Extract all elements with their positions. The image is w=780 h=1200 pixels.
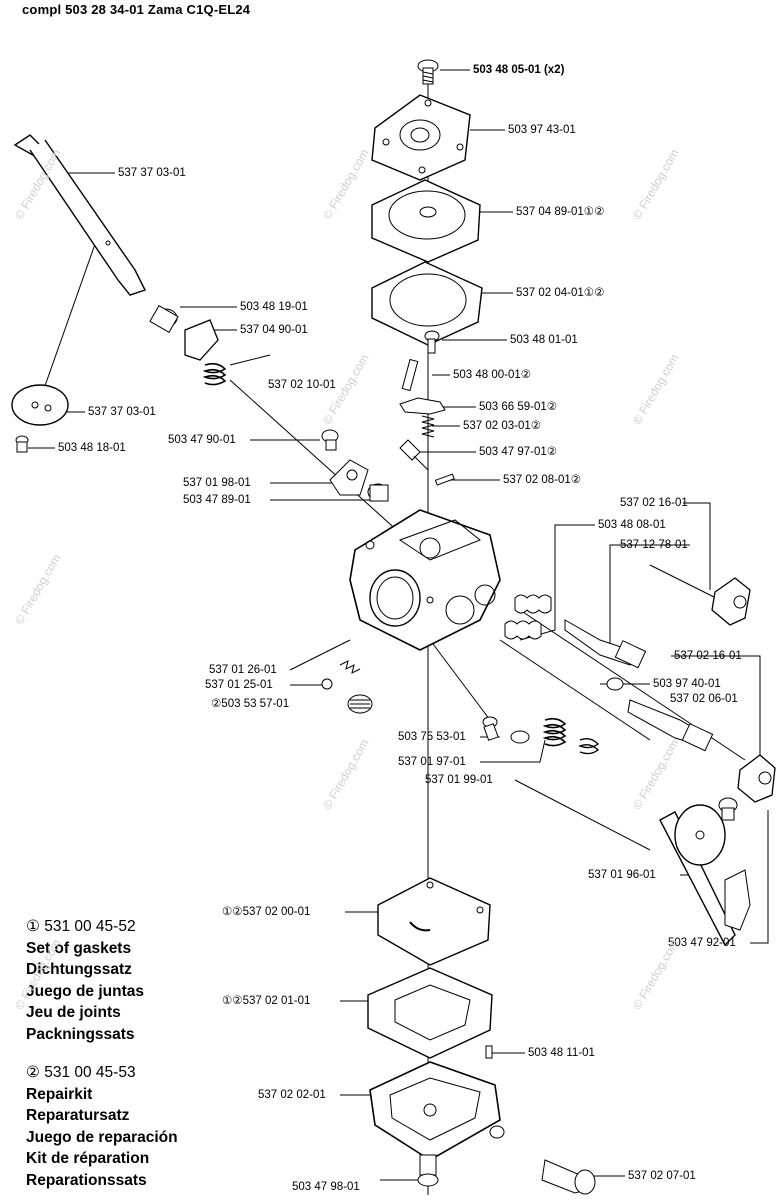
part-label: 537 37 03-01 — [88, 406, 156, 418]
part-label: 537 01 97-01 — [398, 756, 466, 768]
part-label: 503 66 59-01② — [479, 401, 558, 413]
part-label: 537 01 98-01 — [183, 477, 251, 489]
part-label: 503 47 89-01 — [183, 494, 251, 506]
part-label: 503 47 98-01 — [292, 1181, 360, 1193]
part-label: 537 02 04-01①② — [516, 287, 605, 299]
kit-name: Jeu de joints — [26, 1004, 121, 1021]
part-label: 537 37 03-01 — [118, 167, 186, 179]
part-label: 537 01 26-01 — [209, 664, 277, 676]
part-label: 537 02 16-01 — [674, 650, 742, 662]
part-label: ①②537 02 00-01 — [222, 906, 311, 918]
kit-name: Set of gaskets — [26, 939, 132, 957]
kit-code: ② 531 00 45-53 — [26, 1064, 136, 1081]
kit-name: Reparationssats — [26, 1171, 147, 1189]
part-label: 503 48 11-01 — [528, 1047, 595, 1059]
kit-legend-repair: ② 531 00 45-53 Repairkit Reparatursatz J… — [26, 1062, 178, 1191]
kit-name: Juego de juntas — [26, 982, 144, 1000]
part-label: 537 02 08-01② — [503, 474, 582, 486]
part-label: 537 02 07-01 — [628, 1170, 696, 1182]
part-label: 503 48 05-01 (x2) — [473, 64, 565, 76]
part-label: 537 12 78-01 — [620, 539, 688, 551]
kit-name: Dichtungssatz — [26, 961, 132, 978]
part-label: 537 01 25-01 — [205, 679, 273, 691]
part-label: 537 04 89-01①② — [516, 206, 605, 218]
part-label: ①②537 02 01-01 — [222, 995, 311, 1007]
part-label: 537 02 06-01 — [670, 693, 738, 705]
part-label: 503 97 43-01 — [508, 124, 576, 136]
kit-name: Reparatursatz — [26, 1107, 130, 1124]
kit-code: ① 531 00 45-52 — [26, 918, 136, 935]
part-label: 537 02 02-01 — [258, 1089, 326, 1101]
kit-name: Repairkit — [26, 1085, 93, 1103]
part-label: 503 97 40-01 — [653, 678, 721, 690]
part-label: 503 75 53-01 — [398, 731, 466, 743]
part-label: 503 47 90-01 — [168, 434, 236, 446]
part-label: 503 47 97-01② — [479, 446, 558, 458]
kit-legend-gaskets: ① 531 00 45-52 Set of gaskets Dichtungss… — [26, 916, 144, 1045]
part-label: 537 01 96-01 — [588, 869, 656, 881]
kit-name: Juego de reparación — [26, 1128, 178, 1146]
part-label: ②503 53 57-01 — [211, 698, 290, 710]
kit-name: Packningssats — [26, 1025, 135, 1043]
part-label: 503 48 18-01 — [58, 442, 126, 454]
part-label: 537 01 99-01 — [425, 774, 493, 786]
part-label: 537 02 10-01 — [268, 379, 336, 391]
part-label: 537 02 03-01② — [463, 420, 542, 432]
part-label: 503 47 92-01 — [668, 937, 736, 949]
part-label: 537 02 16-01 — [620, 497, 688, 509]
part-label: 503 48 19-01 — [240, 301, 308, 313]
part-label: 503 48 00-01② — [453, 369, 532, 381]
diagram-title: compl 503 28 34-01 Zama C1Q-EL24 — [22, 2, 251, 17]
kit-name: Kit de réparation — [26, 1150, 150, 1167]
part-label: 503 48 01-01 — [510, 334, 578, 346]
part-label: 537 04 90-01 — [240, 324, 308, 336]
part-label: 503 48 08-01 — [598, 519, 666, 531]
